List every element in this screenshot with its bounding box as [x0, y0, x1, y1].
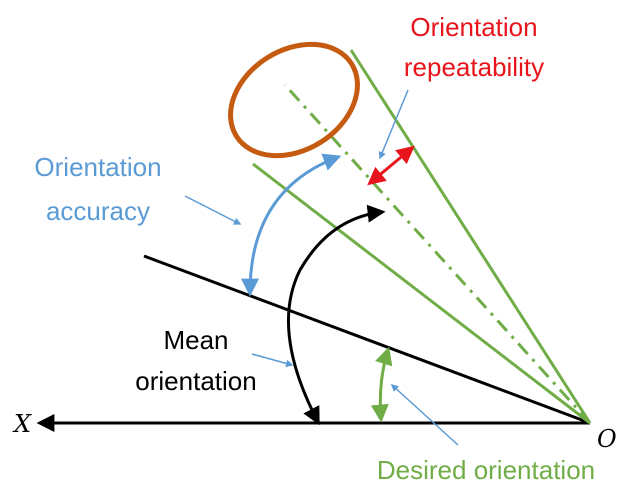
cone-lower-edge — [252, 162, 591, 425]
cone-base-ellipse — [228, 41, 360, 159]
cone-axis-dashdot — [283, 83, 592, 425]
x-axis-label: X — [12, 410, 32, 438]
cone-upper-edge — [349, 49, 592, 424]
accuracy-pointer — [184, 195, 242, 225]
repeatability-label-line2: repeatability — [404, 52, 544, 82]
mean-orientation-arc — [286, 204, 386, 426]
accuracy-label-line2: accuracy — [46, 196, 150, 226]
accuracy-label-line1: Orientation — [34, 152, 161, 182]
repeatability-label-line1: Orientation — [410, 12, 537, 42]
desired-orientation-label: Desired orientation — [377, 455, 595, 485]
mean-orientation-pointer — [251, 353, 294, 368]
origin-label: O — [597, 425, 617, 453]
repeatability-arrow — [367, 145, 415, 186]
desired-orientation-arc — [370, 346, 393, 423]
mean-label-line1: Mean — [163, 325, 228, 355]
desired-orientation-pointer — [390, 383, 459, 446]
mean-label-line2: orientation — [135, 366, 256, 396]
repeatability-pointer — [378, 89, 409, 160]
accuracy-arc — [241, 153, 342, 297]
